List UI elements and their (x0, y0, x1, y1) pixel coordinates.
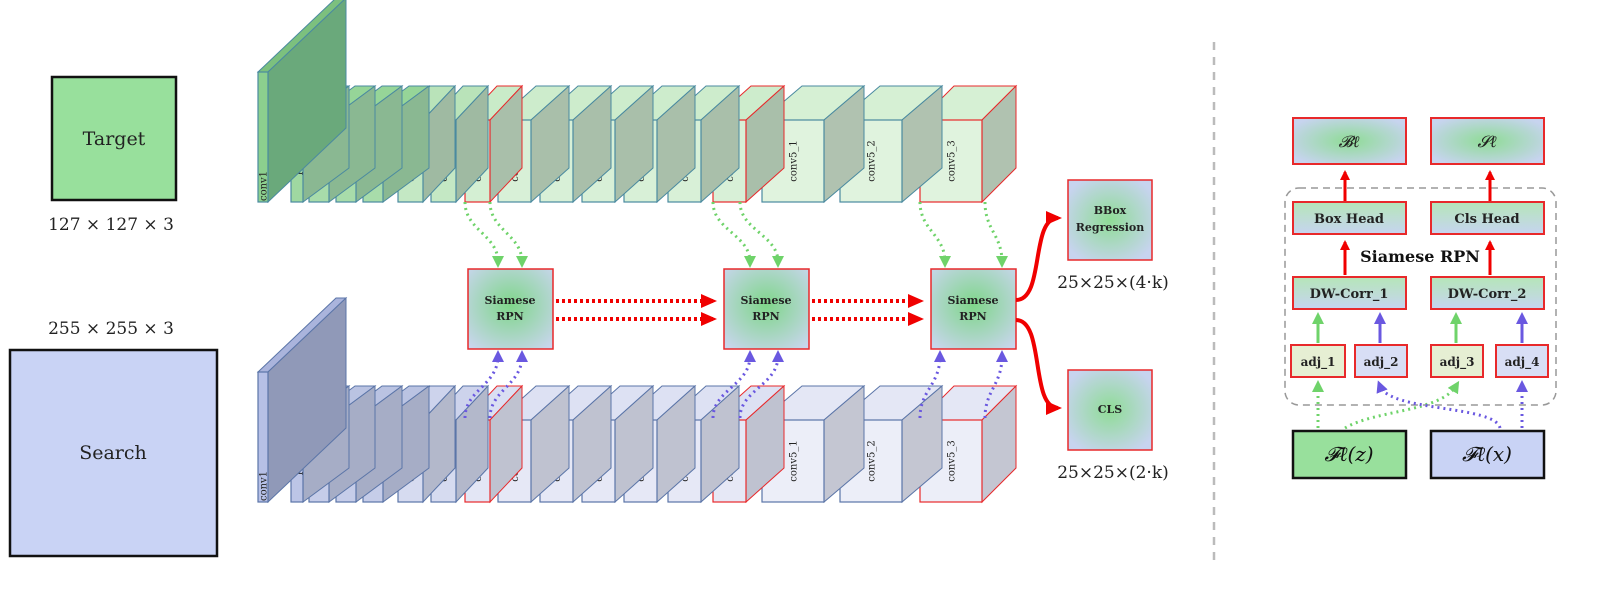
target-label: Target (83, 128, 146, 150)
cls-head: Cls Head (1430, 201, 1545, 235)
search-label-conv5_2: conv5_2 (867, 440, 878, 481)
arrow-conv3-b-up (488, 350, 528, 419)
dw-corr-1: DW-Corr_1 (1292, 276, 1407, 310)
arrow-conv5-a (918, 201, 951, 268)
arrow-conv4-b-up (738, 350, 784, 419)
svg-text:RPN: RPN (752, 310, 779, 323)
svg-text:𝓑ℓ: 𝓑ℓ (1339, 132, 1360, 151)
search-dims: 255 × 255 × 3 (48, 319, 174, 339)
arrow-conv5-a-up (918, 350, 946, 419)
svg-text:Box Head: Box Head (1314, 212, 1384, 227)
svg-text:adj_3: adj_3 (1440, 355, 1475, 370)
arrow-conv5-b-up (983, 350, 1008, 419)
siamese-rpn-group (1284, 187, 1557, 406)
svg-text:𝓕ℓ(z): 𝓕ℓ(z) (1324, 442, 1373, 466)
search-label-conv5_1: conv5_1 (789, 440, 800, 481)
template-layer-conv1: conv1 (256, 0, 347, 204)
search-box (8, 348, 219, 558)
cls-dims: 25×25×(2·k) (1057, 463, 1169, 483)
svg-text:Regression: Regression (1076, 221, 1145, 234)
template-label-conv1: conv1 (259, 171, 270, 201)
search-feature-arrows (463, 350, 1008, 419)
svg-text:𝓢ℓ: 𝓢ℓ (1477, 132, 1496, 151)
group-title: Siamese RPN (1360, 247, 1480, 266)
template-label-conv5_3: conv5_3 (947, 140, 958, 181)
adj-2: adj_2 (1354, 344, 1408, 378)
arrow-conv3-b (488, 201, 528, 268)
arrow-conv3-a (463, 201, 504, 268)
svg-text:Siamese: Siamese (947, 294, 998, 307)
template-label-conv5_2: conv5_2 (867, 140, 878, 181)
template-label-conv5_1: conv5_1 (789, 140, 800, 181)
adj-arrows (1312, 312, 1528, 343)
box-head: Box Head (1292, 201, 1407, 235)
svg-text:Cls Head: Cls Head (1454, 212, 1519, 227)
svg-text:adj_1: adj_1 (1301, 355, 1336, 370)
svg-text:RPN: RPN (959, 310, 986, 323)
head-arrows (1340, 170, 1495, 275)
dw-corr-2: DW-Corr_2 (1430, 276, 1545, 310)
svg-text:DW-Corr_1: DW-Corr_1 (1310, 287, 1389, 302)
search-label: Search (79, 442, 147, 464)
search-backbone: conv5_3conv5_2conv5_1conv4_6conv4_5conv4… (256, 296, 1018, 504)
bbox-dims: 25×25×(4·k) (1057, 273, 1169, 293)
cls-output: CLS (1067, 369, 1153, 451)
rpn-1: Siamese RPN (467, 268, 554, 350)
search-label-conv5_3: conv5_3 (947, 440, 958, 481)
rpn-fusion-arrows (556, 294, 924, 326)
target-box (50, 75, 178, 202)
svg-text:DW-Corr_2: DW-Corr_2 (1448, 287, 1527, 302)
svg-text:Siamese: Siamese (740, 294, 791, 307)
svg-text:RPN: RPN (496, 310, 523, 323)
head-b: 𝓑ℓ (1292, 117, 1407, 165)
svg-text:Siamese: Siamese (484, 294, 535, 307)
feature-input-arrows (1312, 380, 1528, 430)
rpn-2: Siamese RPN (723, 268, 810, 350)
arrow-conv4-a-up (711, 350, 756, 419)
rpn-3: Siamese RPN (930, 268, 1017, 350)
svg-text:adj_4: adj_4 (1505, 355, 1540, 370)
arrow-conv5-b (983, 201, 1008, 268)
svg-text:𝓕ℓ(x): 𝓕ℓ(x) (1462, 442, 1512, 466)
search-label-conv1: conv1 (259, 471, 270, 501)
adj-3: adj_3 (1430, 344, 1484, 378)
svg-text:CLS: CLS (1098, 403, 1122, 416)
template-feature-arrows (463, 201, 1008, 268)
bbox-output: BBox Regression (1067, 179, 1153, 261)
head-s: 𝓢ℓ (1430, 117, 1545, 165)
adj-4: adj_4 (1495, 344, 1549, 378)
feature-z: 𝓕ℓ(z) (1291, 429, 1408, 480)
svg-text:BBox: BBox (1094, 204, 1127, 217)
arrow-conv4-b (738, 201, 784, 268)
search-layer-conv1: conv1 (256, 296, 348, 504)
svg-text:adj_2: adj_2 (1364, 355, 1399, 370)
feature-x: 𝓕ℓ(x) (1429, 429, 1546, 480)
output-arrows (1015, 211, 1062, 415)
adj-1: adj_1 (1290, 344, 1346, 378)
template-backbone: conv5_3conv5_2conv5_1conv4_6conv4_5conv4… (256, 0, 1018, 204)
arrow-conv3-a-up (463, 350, 504, 419)
arrow-conv4-a (711, 201, 756, 268)
target-dims: 127 × 127 × 3 (48, 215, 174, 235)
